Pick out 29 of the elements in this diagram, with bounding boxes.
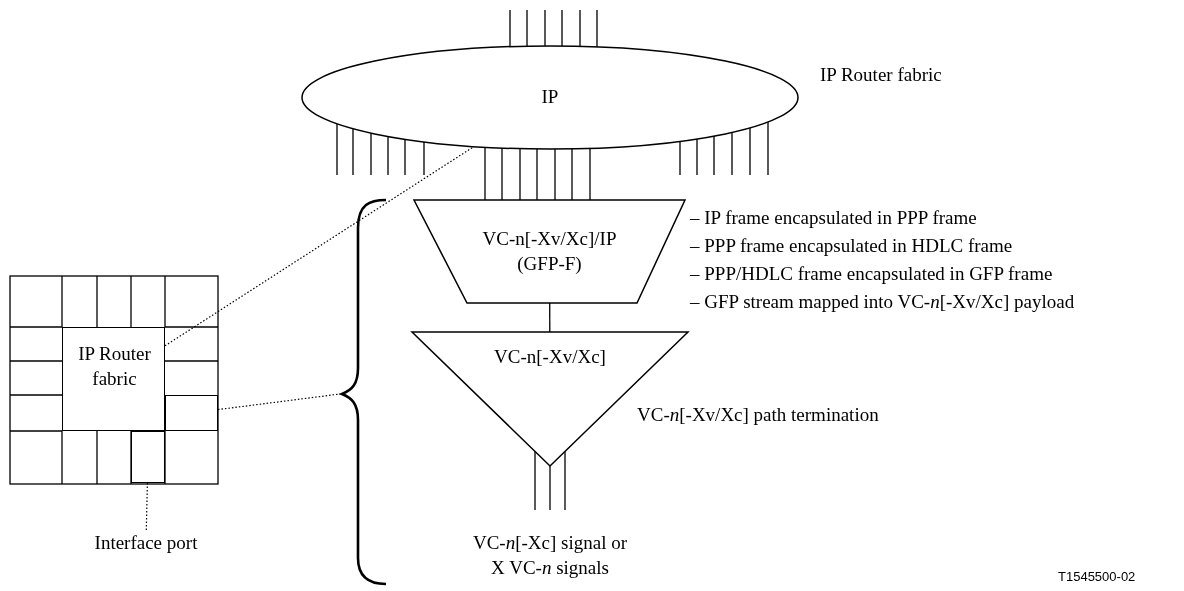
signal-lines [554,148,556,201]
signal-lines [564,450,566,511]
side-label: IP Router fabric [820,63,942,87]
node-label: IP Router fabric [77,342,152,391]
figure-number: T1545500-02 [1058,568,1136,586]
port-cell [165,395,218,431]
connector-line [549,302,551,333]
signal-label: VC-n[-Xc] signal or X VC-n signals [471,531,629,580]
signal-lines [519,147,521,201]
signal-lines [484,146,486,201]
side-label: VC-n[-Xv/Xc] path termination [637,403,879,427]
node-label: VC-n[-Xv/Xc]/IP (GFP-F) [482,228,617,274]
leader-line [145,482,148,531]
leader-line [164,145,475,347]
node-label: IP [541,86,559,107]
note-text: – PPP frame encapsulated in HDLC frame [690,234,1013,258]
signal-lines [571,148,573,201]
signal-lines [549,465,551,511]
note-text: – PPP/HDLC frame encapsulated in GFP frame [690,262,1053,286]
node-label: VC-n[-Xv/Xc] [494,346,606,367]
note-text: – IP frame encapsulated in PPP frame [690,206,977,230]
signal-lines [501,147,503,201]
port-cell [131,431,165,483]
signal-lines [536,148,538,201]
callout-text: Interface port [94,532,198,553]
signal-lines [589,147,591,201]
note-text: – GFP stream mapped into VC-n[-Xv/Xc] payload [690,290,1075,314]
leader-line [217,393,341,411]
router-fabric-box [62,327,165,431]
